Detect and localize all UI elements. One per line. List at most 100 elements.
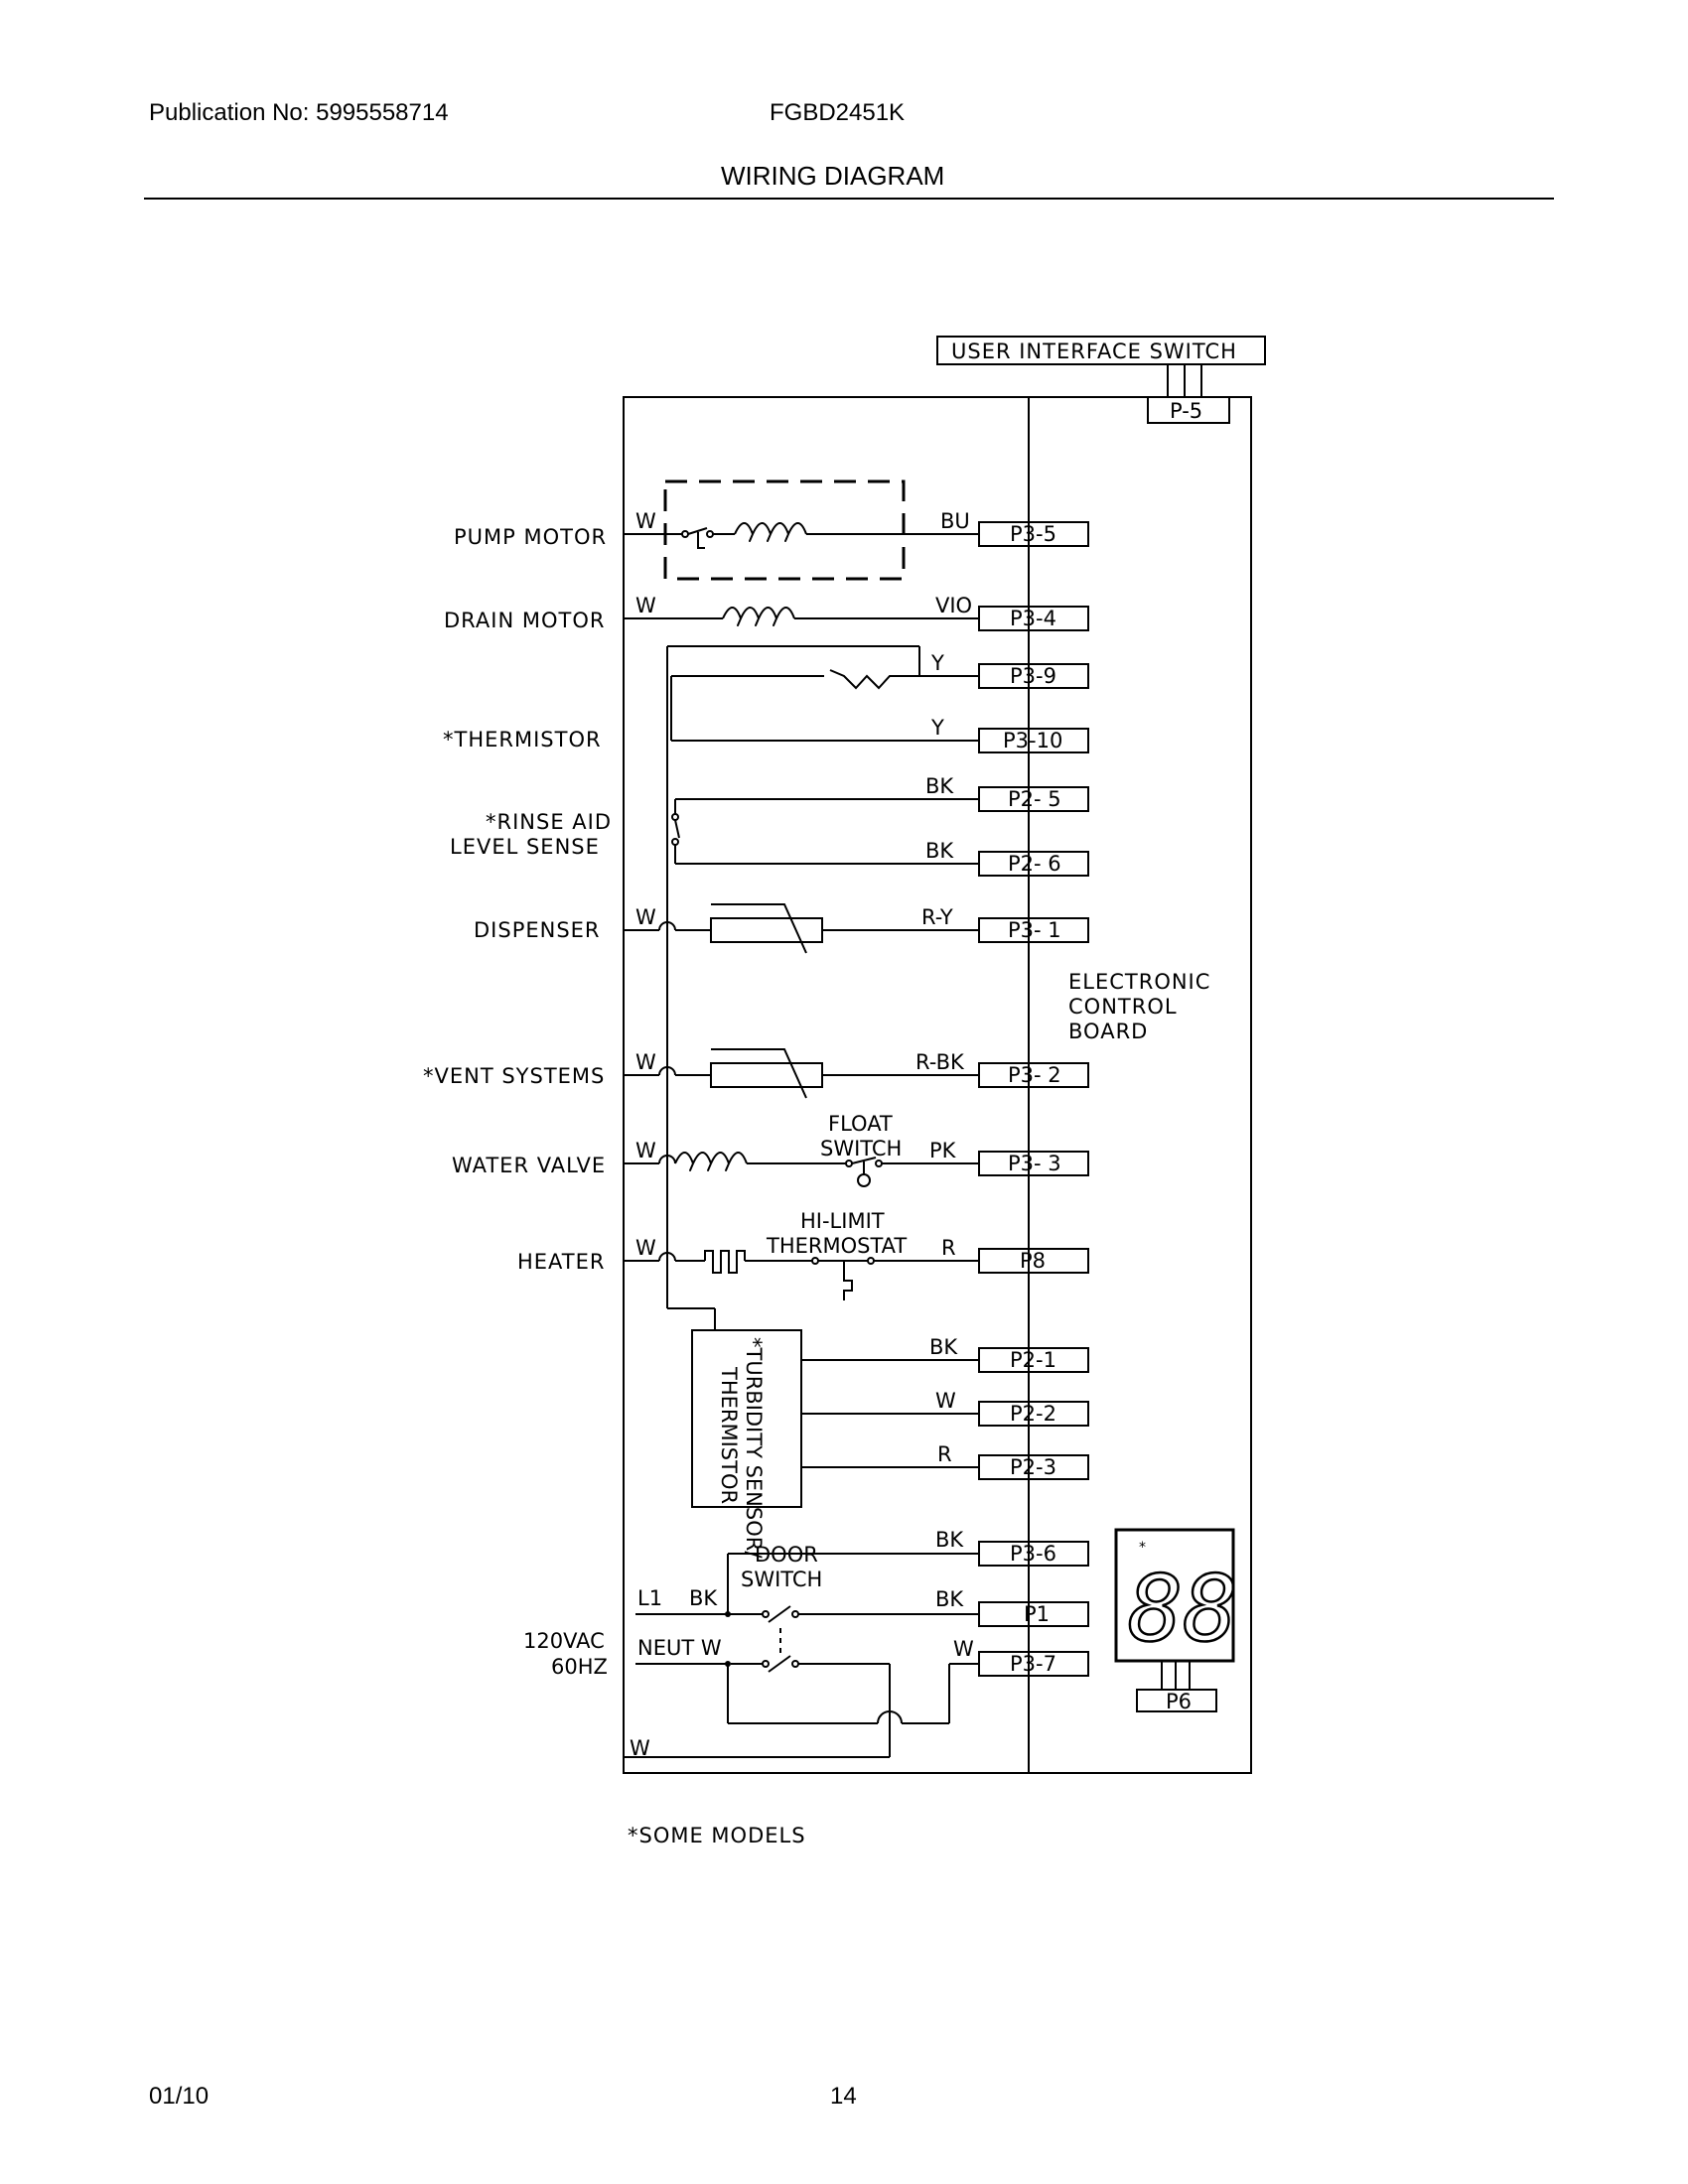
label-float: FLOAT [828,1112,893,1136]
label-rinse-aid: *RINSE AID [486,810,612,834]
water-valve-coil-icon [674,1152,748,1171]
label-some-models: *SOME MODELS [628,1824,806,1847]
wire-w-pump: W [635,509,656,533]
wire-vio: VIO [935,594,972,617]
heater-circuit: HI-LIMIT THERMOSTAT W R [624,1209,979,1300]
wire-w-dispenser: W [635,905,656,929]
connector-p2-2: P2-2 [1010,1402,1056,1426]
wire-w-drain: W [635,594,656,617]
door-switch-circuit: DOOR SWITCH L1 BK NEUT W BK BK W W [624,1528,979,1760]
header-rule [144,198,1554,200]
label-door: DOOR [755,1543,818,1567]
wire-r-heater: R [941,1236,956,1260]
wire-pk: PK [929,1139,957,1162]
label-turbidity-sensor: *TURBIDITY SENSOR/ [742,1337,766,1559]
label-supply-frequency: 60HZ [551,1655,608,1679]
connector-p5 [1147,396,1230,424]
connector-blocks: P3-5 P3-4 P3-9 P3-10 P2- 5 P2- 6 P3- 1 P… [978,521,1089,1677]
connector-p2-5: P2- 5 [1008,787,1061,811]
user-interface-switch-box [936,336,1266,365]
wire-w-p3-7: W [953,1637,974,1661]
wire-bk-p1: BK [935,1587,964,1611]
label-thermostat: THERMOSTAT [766,1234,907,1258]
drain-motor-coil-icon [722,607,795,626]
connector-p2-1: P2-1 [1010,1348,1056,1372]
page-number: 14 [830,2083,857,2110]
label-float-switch: SWITCH [820,1137,902,1160]
connector-p3-6: P3-6 [1010,1542,1056,1566]
component-labels: PUMP MOTOR DRAIN MOTOR *THERMISTOR *RINS… [423,525,806,1847]
connector-p3-5: P3-5 [1010,522,1056,546]
label-vent-systems: *VENT SYSTEMS [423,1064,605,1088]
label-dispenser: DISPENSER [474,918,601,942]
dispenser-circuit: W R-Y [624,903,979,954]
vent-circuit: W R-BK [624,1048,979,1099]
label-pump-motor: PUMP MOTOR [454,525,607,549]
control-board-label-2: CONTROL [1068,995,1178,1019]
connector-p3-1: P3- 1 [1008,918,1061,942]
wire-w-turbidity: W [935,1389,956,1413]
label-hi-limit: HI-LIMIT [800,1209,885,1233]
pump-motor-enclosure [663,479,906,581]
display-asterisk: * [1139,1540,1146,1556]
wire-w-vent: W [635,1050,656,1074]
connector-p8: P8 [1020,1249,1046,1273]
wire-w-bottom: W [630,1736,650,1760]
hi-limit-thermostat-icon [843,1261,853,1300]
wire-bk-1: BK [925,774,954,798]
connector-p1: P1 [1024,1602,1050,1626]
label-water-valve: WATER VALVE [452,1154,606,1177]
connector-p2-3: P2-3 [1010,1455,1056,1479]
wire-bk-2: BK [925,839,954,863]
digit-display: * 88 P6 [1114,1528,1239,1713]
connector-p3-9: P3-9 [1010,664,1056,688]
label-supply-voltage: 120VAC [523,1629,605,1653]
dispenser-heater-icon [710,917,823,943]
connector-p3-3: P3- 3 [1008,1152,1061,1175]
wire-y-1: Y [930,651,944,675]
connector-p3-2: P3- 2 [1008,1063,1061,1087]
connector-p3-7: P3-7 [1010,1652,1056,1676]
connector-p2-6: P2- 6 [1008,852,1061,876]
wire-bk-l1: BK [689,1586,718,1610]
turbidity-sensor-circuit: *TURBIDITY SENSOR/ THERMISTOR BK W R [667,1307,979,1559]
wire-bk-turbidity: BK [929,1335,958,1359]
wire-r-y: R-Y [921,905,953,929]
wire-bk-p3-6: BK [935,1528,964,1552]
thermistor-circuit: Y Y [670,651,979,742]
vent-heater-icon [710,1062,823,1088]
heater-element-icon [704,1250,746,1274]
connector-p6-label: P6 [1166,1690,1192,1713]
rinse-aid-circuit: BK BK [671,774,979,865]
water-valve-circuit: FLOAT SWITCH W PK [624,1112,979,1187]
label-drain-motor: DRAIN MOTOR [444,609,605,632]
connector-p6 [1136,1689,1217,1712]
label-level-sense: LEVEL SENSE [450,835,600,859]
model-number: FGBD2451K [770,99,906,126]
wire-r-turbidity: R [937,1442,952,1466]
label-door-switch: SWITCH [741,1568,822,1591]
page-title: WIRING DIAGRAM [721,161,945,191]
wire-bu: BU [940,509,970,533]
footer-date: 01/10 [149,2083,210,2110]
publication-number: Publication No: 5995558714 [149,99,449,126]
wire-y-2: Y [930,716,944,740]
control-board-label-1: ELECTRONIC [1068,970,1210,994]
connector-p3-10: P3-10 [1003,729,1062,752]
seven-segment-digits: 88 [1128,1556,1238,1662]
turbidity-sensor-box [691,1329,802,1508]
pump-motor-circuit: W BU [624,479,979,581]
label-neutral: NEUT W [637,1636,722,1660]
wire-r-bk: R-BK [915,1050,965,1074]
float-switch-icon [857,1173,871,1187]
label-l1: L1 [637,1586,662,1610]
control-board-label-3: BOARD [1068,1020,1148,1043]
pump-motor-coil-icon [734,522,807,542]
connector-p5-label: P-5 [1170,399,1202,423]
label-heater: HEATER [517,1250,605,1274]
label-thermistor: *THERMISTOR [443,728,602,751]
wire-w-heater: W [635,1236,656,1260]
thermistor-icon [829,669,919,690]
drain-motor-circuit: W VIO [624,594,979,626]
